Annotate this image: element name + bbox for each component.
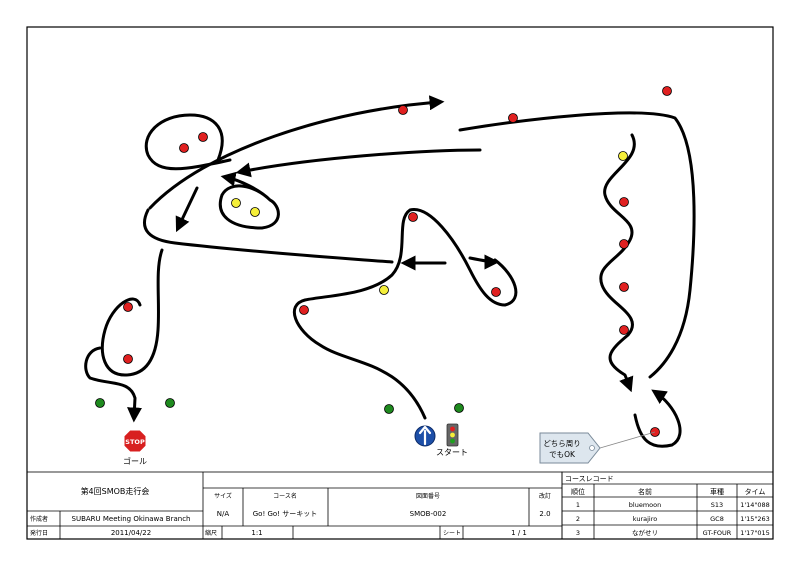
track-middle-hairpins bbox=[292, 208, 518, 420]
record-header-car: 車種 bbox=[710, 487, 724, 496]
size-label: サイズ bbox=[214, 492, 232, 500]
stop-sign-text: STOP bbox=[125, 438, 145, 446]
track-right-slalom bbox=[599, 133, 636, 393]
record-row-car: S13 bbox=[711, 501, 723, 509]
track-path bbox=[84, 95, 696, 448]
issue-date-label: 発行日 bbox=[30, 529, 48, 537]
course-record-table bbox=[561, 471, 774, 540]
track-diag-arrow bbox=[175, 186, 199, 233]
drawing-number-value: SMOB-002 bbox=[410, 510, 447, 518]
record-row-time: 1'14"088 bbox=[740, 501, 770, 509]
size-value: N/A bbox=[217, 510, 230, 518]
record-header-name: 名前 bbox=[638, 487, 652, 496]
sheet-value: 1 / 1 bbox=[511, 529, 527, 537]
track-left-crossing bbox=[142, 208, 394, 264]
green-cone bbox=[95, 398, 105, 408]
red-cone bbox=[299, 305, 309, 315]
record-row-rank: 3 bbox=[576, 529, 580, 537]
record-header-time: タイム bbox=[745, 487, 766, 496]
tag-note-line1: どちら周り bbox=[543, 439, 581, 448]
event-title: 第4回SMOB走行会 bbox=[81, 486, 150, 496]
goal-marker: STOP ゴール bbox=[123, 429, 147, 466]
record-row-car: GC8 bbox=[710, 515, 724, 523]
title-block bbox=[26, 471, 563, 540]
red-cone bbox=[619, 325, 629, 335]
record-header-rank: 順位 bbox=[571, 487, 585, 496]
red-cone bbox=[491, 287, 501, 297]
goal-label: ゴール bbox=[123, 456, 147, 466]
record-row-rank: 1 bbox=[576, 501, 580, 509]
record-row-time: 1'15"263 bbox=[740, 515, 770, 523]
track-big-right-loop bbox=[458, 111, 696, 379]
yellow-cone bbox=[250, 207, 260, 217]
yellow-cone bbox=[379, 285, 389, 295]
red-cone bbox=[619, 239, 629, 249]
red-cone bbox=[619, 197, 629, 207]
green-cone bbox=[165, 398, 175, 408]
record-row-name: ながせリ bbox=[632, 528, 658, 537]
price-tag-icon bbox=[539, 432, 601, 464]
record-row-time: 1'17"015 bbox=[740, 529, 770, 537]
track-long-diagonal bbox=[235, 148, 482, 178]
course-record-title: コースレコード bbox=[565, 475, 614, 483]
track-upper-left-loop bbox=[144, 113, 232, 171]
red-cone bbox=[398, 105, 408, 115]
course-name-label: コース名 bbox=[273, 492, 297, 500]
track-to-goal bbox=[84, 346, 143, 423]
green-cone bbox=[454, 403, 464, 413]
sheet-label: シート bbox=[443, 530, 461, 537]
title-block-text: 第4回SMOB走行会 作成者 SUBARU Meeting Okinawa Br… bbox=[30, 486, 551, 537]
revision-label: 改訂 bbox=[539, 492, 551, 500]
record-row-name: bluemoon bbox=[629, 501, 661, 509]
revision-value: 2.0 bbox=[539, 510, 550, 518]
start-marker: スタート bbox=[414, 423, 468, 457]
drawing-number-label: 図面番号 bbox=[416, 493, 440, 500]
course-name-value: Go! Go! サーキット bbox=[253, 510, 317, 518]
red-cone bbox=[123, 302, 133, 312]
traffic-light-icon bbox=[446, 423, 459, 447]
yellow-cone bbox=[231, 198, 241, 208]
track-left-wiggle bbox=[100, 248, 164, 377]
stop-sign-icon bbox=[123, 429, 147, 453]
straight-ahead-arrow-icon bbox=[414, 425, 436, 447]
red-cone bbox=[508, 113, 518, 123]
record-row-rank: 2 bbox=[576, 515, 580, 523]
green-cone bbox=[384, 404, 394, 414]
course-record-text: コースレコード 順位 名前 車種 タイム 1 bluemoon S13 1'14… bbox=[565, 475, 770, 537]
red-cone bbox=[408, 212, 418, 222]
author-value: SUBARU Meeting Okinawa Branch bbox=[72, 515, 191, 523]
scale-label: 縮尺 bbox=[205, 529, 217, 537]
track-lower-right-loop bbox=[633, 389, 682, 448]
red-cone bbox=[123, 354, 133, 364]
direction-note-tag: どちら周り でもOK bbox=[539, 431, 656, 464]
record-row-car: GT-FOUR bbox=[703, 529, 732, 537]
track-mid-right-arrow bbox=[468, 254, 500, 270]
tag-note-line2: でもOK bbox=[549, 450, 576, 459]
red-cone bbox=[619, 282, 629, 292]
issue-date-value: 2011/04/22 bbox=[111, 529, 151, 537]
yellow-cone bbox=[618, 151, 628, 161]
author-label: 作成者 bbox=[30, 515, 48, 523]
red-cone bbox=[662, 86, 672, 96]
scale-value: 1:1 bbox=[251, 529, 262, 537]
record-row-name: kurajiro bbox=[633, 515, 657, 523]
track-inner-kidney bbox=[218, 171, 280, 230]
cone-layer bbox=[95, 86, 672, 437]
red-cone bbox=[179, 143, 189, 153]
start-label: スタート bbox=[436, 448, 468, 457]
red-cone bbox=[198, 132, 208, 142]
track-top-arrow-stroke bbox=[148, 95, 445, 210]
